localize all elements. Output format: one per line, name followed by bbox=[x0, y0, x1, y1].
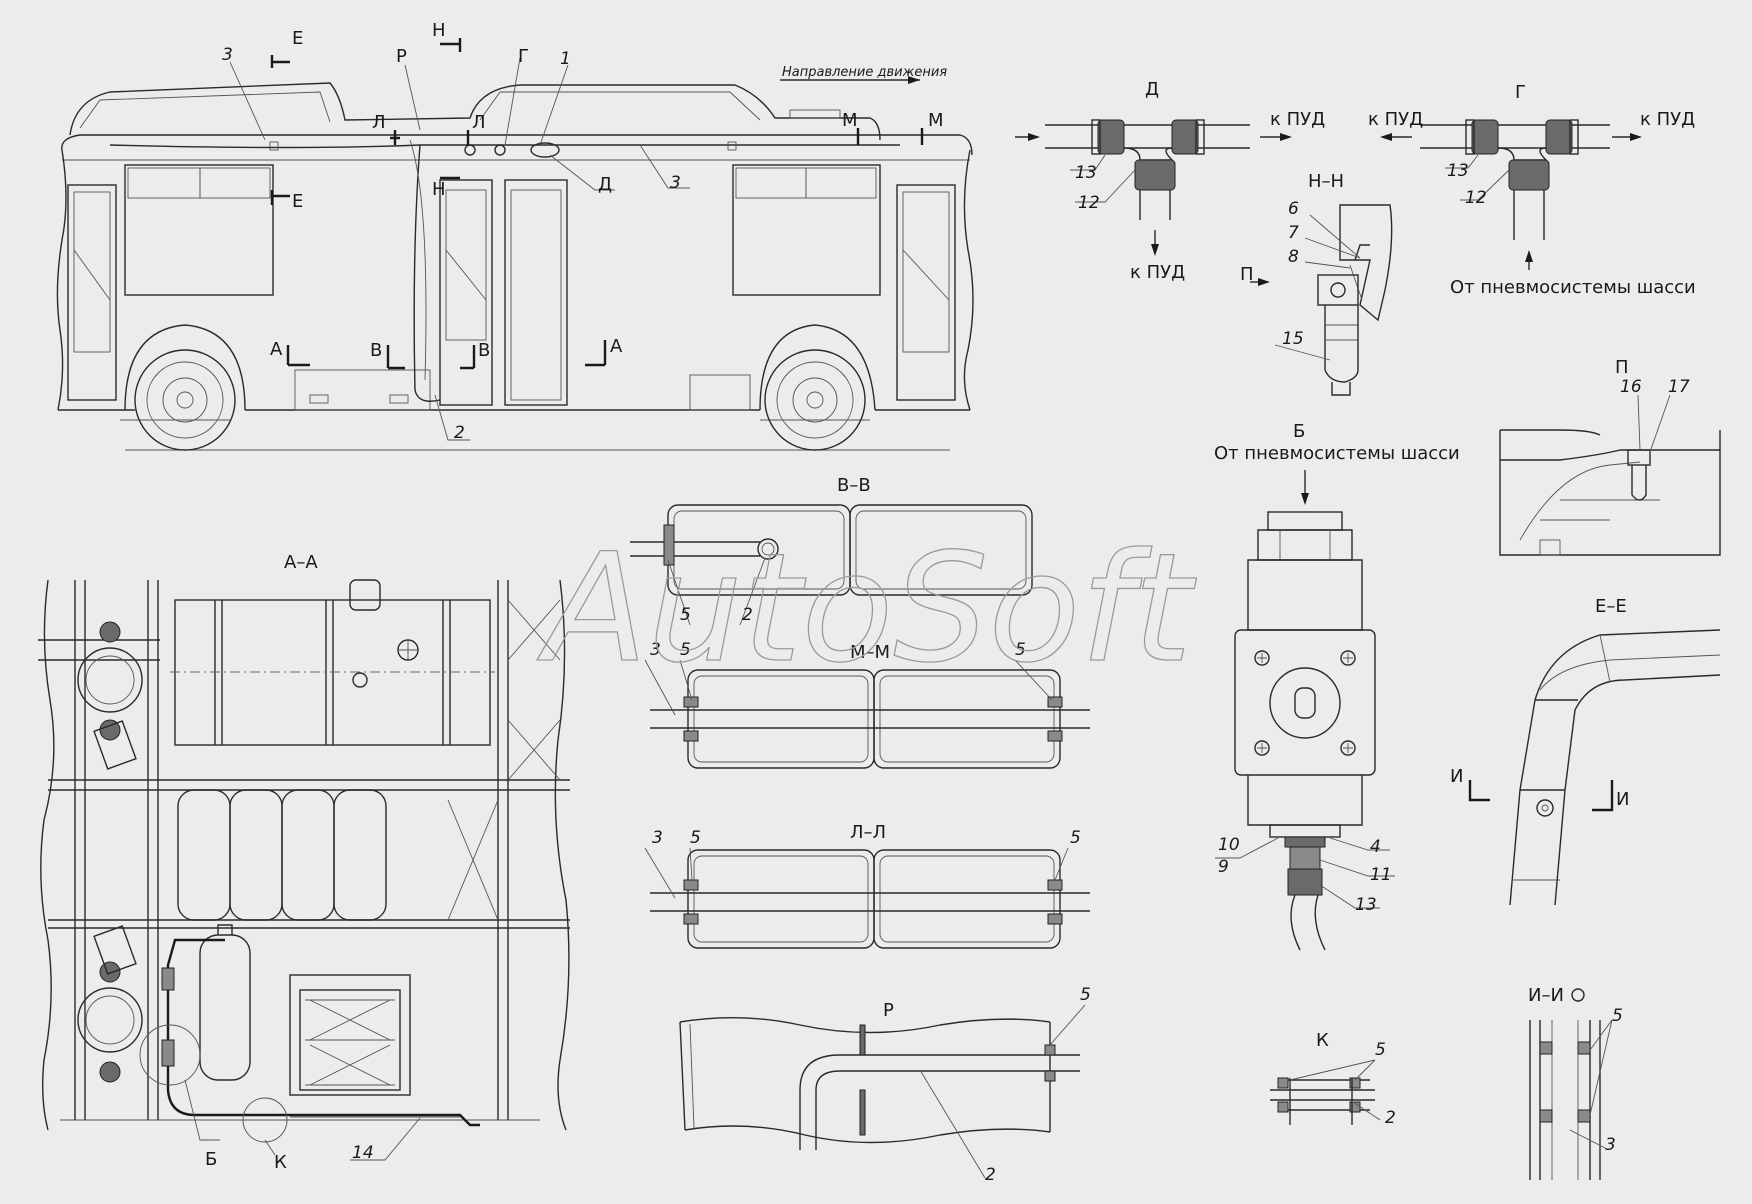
view-nn-arrow-label: П bbox=[1240, 264, 1254, 285]
view-r-2: 2 bbox=[985, 1165, 996, 1185]
view-b-9: 9 bbox=[1218, 857, 1229, 877]
view-k-2: 2 bbox=[1385, 1108, 1396, 1128]
view-ll-3: 3 bbox=[652, 828, 663, 848]
view-b-title: Б bbox=[1293, 421, 1305, 442]
view-p: П 16 17 bbox=[1499, 357, 1721, 556]
view-mm-5b: 5 bbox=[1015, 640, 1026, 660]
view-vv-2: 2 bbox=[742, 605, 753, 625]
view-b: Б От пневмосистемы шасси 10 9 4 11 13 bbox=[1214, 421, 1460, 951]
view-k: К 5 2 bbox=[1270, 1030, 1396, 1128]
callout-3-right: 3 bbox=[670, 173, 681, 193]
view-b-subtitle: От пневмосистемы шасси bbox=[1214, 443, 1460, 464]
view-nn-title: Н–Н bbox=[1308, 171, 1344, 192]
view-e-e: Е–Е И И bbox=[1450, 596, 1721, 906]
view-d-to-pud-down: к ПУД bbox=[1130, 262, 1185, 283]
mark-m-right: М bbox=[928, 110, 944, 131]
view-ll-5b: 5 bbox=[1070, 828, 1081, 848]
view-mm-title: М–М bbox=[850, 642, 890, 663]
view-ii-5: 5 bbox=[1612, 1006, 1623, 1026]
view-g-12: 12 bbox=[1465, 188, 1487, 208]
view-ll-5a: 5 bbox=[690, 828, 701, 848]
view-vv-title: В–В bbox=[837, 475, 871, 496]
mark-l-right: Л bbox=[472, 112, 486, 133]
view-g-to-pud-right: к ПУД bbox=[1640, 109, 1695, 130]
view-b-13: 13 bbox=[1355, 895, 1377, 915]
view-nn-15: 15 bbox=[1282, 329, 1304, 349]
mark-e-top: Е bbox=[292, 28, 303, 49]
view-g: Г к ПУД к ПУД От пневмосистемы шасси 13 … bbox=[1368, 82, 1696, 298]
mark-r: Р bbox=[396, 46, 407, 67]
view-b-11: 11 bbox=[1370, 865, 1392, 885]
view-ii-title: И–И bbox=[1528, 985, 1564, 1006]
mark-a-right: А bbox=[610, 336, 623, 357]
view-k-title: К bbox=[1316, 1030, 1329, 1051]
view-i-i: И–И 5 3 bbox=[1528, 985, 1623, 1180]
view-v-v: В–В 5 2 bbox=[630, 475, 1033, 626]
view-r-5: 5 bbox=[1080, 985, 1091, 1005]
view-ee-mark-left: И bbox=[1450, 766, 1463, 787]
view-d-12: 12 bbox=[1078, 193, 1100, 213]
mark-n-bottom: Н bbox=[432, 179, 446, 200]
view-nn-8: 8 bbox=[1288, 247, 1299, 267]
view-d-to-pud-right: к ПУД bbox=[1270, 109, 1325, 130]
mark-e-bottom: Е bbox=[292, 191, 303, 212]
view-d-title: Д bbox=[1145, 79, 1159, 100]
view-l-l: Л–Л 3 5 5 bbox=[644, 822, 1090, 949]
view-mm-3: 3 bbox=[650, 640, 661, 660]
mark-l-left: Л bbox=[372, 112, 386, 133]
view-b-4: 4 bbox=[1370, 837, 1381, 857]
view-aa-14: 14 bbox=[352, 1143, 374, 1163]
view-nn-7: 7 bbox=[1288, 223, 1299, 243]
view-g-title: Г bbox=[1515, 82, 1526, 103]
view-p-17: 17 bbox=[1668, 377, 1690, 397]
mark-a-left: А bbox=[270, 339, 283, 360]
view-nn-6: 6 bbox=[1288, 199, 1299, 219]
watermark: AutoSoft bbox=[537, 522, 1197, 696]
view-aa-title: А–А bbox=[284, 552, 318, 573]
view-vv-5: 5 bbox=[680, 605, 691, 625]
view-p-title: П bbox=[1615, 357, 1629, 378]
mark-v-left: В bbox=[370, 340, 382, 361]
view-r: Р 5 2 bbox=[679, 985, 1091, 1185]
view-d: Д к ПУД к ПУД 13 12 bbox=[1015, 79, 1325, 283]
view-m-m: М–М 3 5 5 bbox=[644, 640, 1090, 769]
mark-g: Г bbox=[518, 46, 529, 67]
direction-label: Направление движения bbox=[782, 65, 947, 80]
mark-n-top: Н bbox=[432, 20, 446, 41]
callout-2: 2 bbox=[454, 423, 465, 443]
view-d-13: 13 bbox=[1075, 163, 1097, 183]
view-ee-mark-right: И bbox=[1616, 789, 1629, 810]
mark-m-left: М bbox=[842, 110, 858, 131]
view-a-a: А–А bbox=[38, 552, 570, 1173]
view-g-13: 13 bbox=[1447, 161, 1469, 181]
callout-1: 1 bbox=[560, 49, 571, 69]
view-aa-label-b: Б bbox=[205, 1149, 217, 1170]
view-ll-title: Л–Л bbox=[850, 822, 886, 843]
mark-d: Д bbox=[598, 174, 612, 195]
view-p-16: 16 bbox=[1620, 377, 1642, 397]
view-n-n: Н–Н П 6 7 8 15 bbox=[1240, 171, 1393, 396]
view-g-from: От пневмосистемы шасси bbox=[1450, 277, 1696, 298]
view-r-title: Р bbox=[883, 1000, 894, 1021]
view-b-10: 10 bbox=[1218, 835, 1240, 855]
mark-v-right: В bbox=[478, 340, 490, 361]
view-g-to-pud-left: к ПУД bbox=[1368, 109, 1423, 130]
callout-3-left: 3 bbox=[222, 45, 233, 65]
view-ii-3: 3 bbox=[1605, 1135, 1616, 1155]
bus-side-view: Е Е Н Н Л Л М М А А В В Р Г Д 1 2 3 3 bbox=[56, 20, 974, 451]
view-mm-5a: 5 bbox=[680, 640, 691, 660]
view-k-5: 5 bbox=[1375, 1040, 1386, 1060]
view-aa-label-k: К bbox=[274, 1152, 287, 1173]
view-ee-title: Е–Е bbox=[1595, 596, 1627, 617]
